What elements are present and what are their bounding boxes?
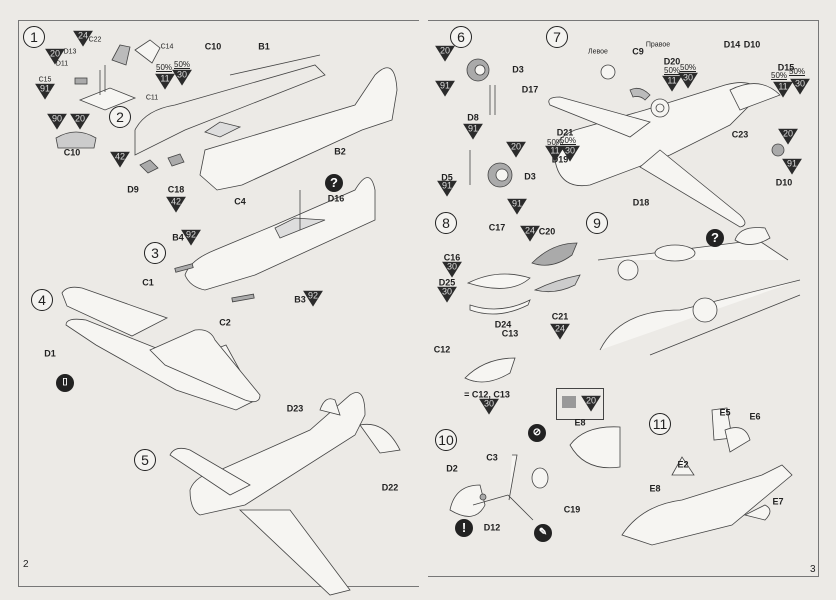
page-number-left: 2 <box>23 559 29 570</box>
part-label: C23 <box>731 129 749 140</box>
mix-ratio: 50% <box>770 71 788 80</box>
mix-ratio: 50% <box>679 63 697 72</box>
part-label: D14 <box>723 39 741 50</box>
mix-ratio: 50% <box>173 60 191 69</box>
drop-tank-and-bomb-drawings <box>464 242 581 408</box>
cockpit-floor-drawing <box>55 39 161 149</box>
aircraft-drawing-step7 <box>548 64 785 228</box>
step-10-marker: 10 <box>435 429 457 451</box>
step-5-marker: 5 <box>134 449 156 471</box>
part-label: C10 <box>63 147 81 158</box>
part-label: C19 <box>563 504 581 515</box>
propeller-drawing-step10 <box>449 426 621 521</box>
part-label: C17 <box>488 222 506 233</box>
part-label: B2 <box>334 146 346 157</box>
step-8-marker: 8 <box>435 212 457 234</box>
part-label: D13 <box>63 48 77 56</box>
part-label: D10 <box>743 39 761 50</box>
part-label: E7 <box>772 496 784 507</box>
right-side-label: Правое <box>645 41 671 49</box>
part-label: C12 <box>433 344 451 355</box>
part-label: D2 <box>446 463 458 474</box>
page-3-frame <box>428 20 819 577</box>
wing-drawing-step4 <box>61 286 261 411</box>
part-label: D24 <box>494 319 512 330</box>
part-label: B3 <box>294 294 306 305</box>
part-label: E2 <box>677 459 689 470</box>
part-label: D15 <box>777 62 795 73</box>
wheel-drawings-step6 <box>466 58 513 188</box>
part-label: D8 <box>467 112 479 123</box>
part-label: C15 <box>38 76 52 84</box>
glue-icon: ✎ <box>534 524 552 542</box>
question-icon: ? <box>325 174 343 192</box>
part-label: = C12, C13 <box>464 389 510 400</box>
fuselage-drawing-step3 <box>174 177 376 303</box>
part-label: C10 <box>204 41 222 52</box>
step-1-marker: 1 <box>23 26 45 48</box>
part-label: C9 <box>632 46 644 57</box>
part-label: C14 <box>160 43 174 51</box>
part-label: B4 <box>172 232 184 243</box>
part-label: D3 <box>512 64 524 75</box>
part-label: D23 <box>286 403 304 414</box>
part-label: C16 <box>443 252 461 263</box>
part-label: D18 <box>632 197 650 208</box>
part-label: D19 <box>551 154 569 165</box>
page-number-right: 3 <box>810 564 816 575</box>
part-label: D22 <box>381 482 399 493</box>
part-label: C22 <box>88 36 102 44</box>
mix-ratio: 50% <box>546 138 564 147</box>
step-4-marker: 4 <box>31 289 53 311</box>
part-label: D3 <box>524 171 536 182</box>
part-label: C13 <box>501 328 519 339</box>
landing-gear-closeup-step9 <box>597 227 801 356</box>
part-label: E5 <box>719 407 731 418</box>
part-label: C20 <box>538 226 556 237</box>
mix-ratio: 50% <box>788 67 806 76</box>
part-label: C3 <box>486 452 498 463</box>
part-label: D11 <box>55 60 69 68</box>
canopy-drawing-step11 <box>621 407 793 546</box>
part-label: D12 <box>483 522 501 533</box>
mix-ratio: 50% <box>155 63 173 72</box>
part-label: D1 <box>44 348 56 359</box>
part-label: D10 <box>775 177 793 188</box>
no-glue-icon: ⊘ <box>528 424 546 442</box>
part-label: E8 <box>574 417 586 428</box>
step-9-marker: 9 <box>586 212 608 234</box>
fuselage-drawing-step2 <box>134 54 398 191</box>
part-label: E6 <box>749 411 761 422</box>
part-label: D17 <box>521 84 539 95</box>
part-label: D20 <box>663 56 681 67</box>
mix-ratio: 50% <box>663 66 681 75</box>
drill-hole-icon: ⌷ <box>56 374 74 392</box>
part-label: C4 <box>234 196 246 207</box>
step-11-marker: 11 <box>649 413 671 435</box>
part-label: B1 <box>258 41 270 52</box>
mix-ratio: 50% <box>559 136 577 145</box>
part-label: D5 <box>441 172 453 183</box>
part-label: D21 <box>556 127 574 138</box>
part-label: C18 <box>167 184 185 195</box>
question-icon: ? <box>706 229 724 247</box>
part-label: C21 <box>551 311 569 322</box>
part-label: C1 <box>142 277 154 288</box>
aircraft-drawing-step5 <box>169 392 401 596</box>
left-side-label: Левое <box>588 48 608 56</box>
step-6-marker: 6 <box>450 26 472 48</box>
part-label: D9 <box>127 184 139 195</box>
step-7-marker: 7 <box>546 26 568 48</box>
part-label: D16 <box>327 193 345 204</box>
part-label: E8 <box>649 483 661 494</box>
step-2-marker: 2 <box>109 106 131 128</box>
part-label: D25 <box>438 277 456 288</box>
part-label: C2 <box>219 317 231 328</box>
exclamation-icon: ! <box>455 519 473 537</box>
part-label: C11 <box>145 94 159 102</box>
page-2-frame <box>18 20 419 587</box>
e8-detail-box <box>556 388 604 420</box>
step-3-marker: 3 <box>144 242 166 264</box>
